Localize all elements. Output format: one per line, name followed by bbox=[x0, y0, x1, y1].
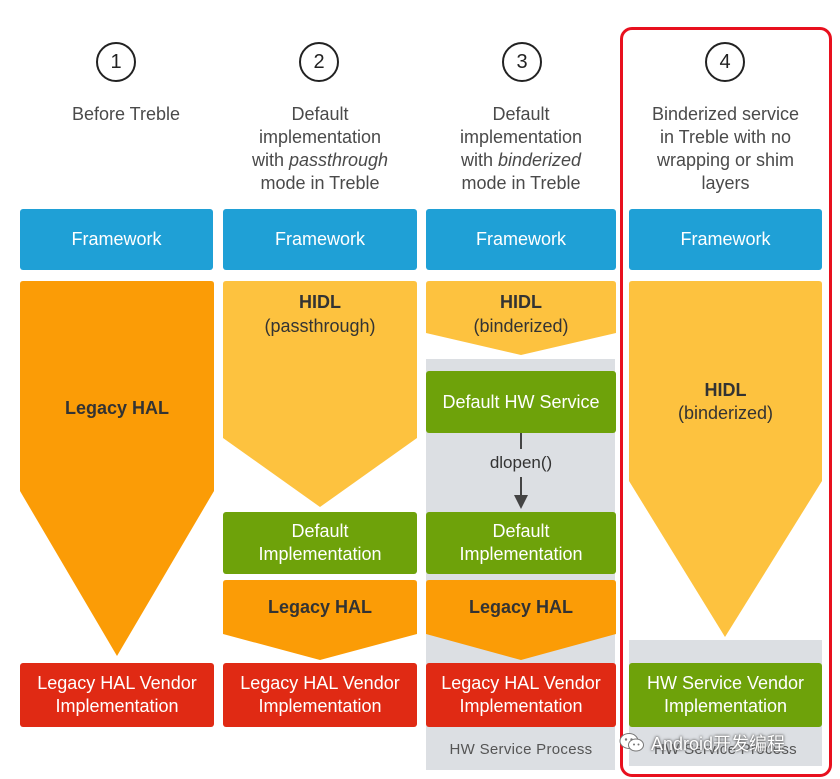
vendor-implementation-box-4: HW Service Vendor Implementation bbox=[629, 663, 822, 727]
highlight-frame-col4 bbox=[620, 27, 832, 777]
legacy-hal-arrow-col2 bbox=[223, 580, 417, 660]
hidl-subtitle-col2: (passthrough) bbox=[264, 316, 376, 336]
legacy-hal-label-col2: Legacy HAL bbox=[267, 597, 373, 617]
framework-box-3: Framework bbox=[426, 209, 616, 270]
hw-service-process-label-col3: HW Service Process bbox=[449, 741, 593, 758]
hidl-subtitle-col3: (binderized) bbox=[473, 316, 569, 336]
step-number-1: 1 bbox=[96, 42, 136, 82]
step-number-3: 3 bbox=[502, 42, 542, 82]
step-number-2: 2 bbox=[299, 42, 339, 82]
column-description-2: Default implementation with passthrough … bbox=[251, 104, 389, 193]
framework-box-1: Framework bbox=[20, 209, 213, 270]
watermark-text: Android开发编程 bbox=[651, 734, 786, 754]
vendor-implementation-box-3: Legacy HAL Vendor Implementation bbox=[426, 663, 616, 727]
dlopen-arrow bbox=[514, 433, 528, 509]
hidl-title-col2: HIDL bbox=[299, 292, 341, 312]
dlopen-label: dlopen() bbox=[489, 453, 553, 472]
vendor-implementation-box-1: Legacy HAL Vendor Implementation bbox=[20, 663, 214, 727]
hidl-arrow-col2 bbox=[223, 281, 417, 507]
default-implementation-box-col3: Default Implementation bbox=[426, 512, 616, 574]
column-description-4: Binderized service in Treble with no wra… bbox=[651, 104, 800, 193]
vendor-implementation-box-2: Legacy HAL Vendor Implementation bbox=[223, 663, 417, 727]
hw-service-process-label-col4: HW Service Process bbox=[654, 741, 797, 758]
framework-box-2: Framework bbox=[223, 209, 417, 270]
legacy-hal-arrow-col1 bbox=[20, 281, 214, 656]
step-number-4: 4 bbox=[705, 42, 745, 82]
hidl-arrow-col4 bbox=[629, 281, 822, 637]
watermark: Android开发编程 bbox=[619, 730, 785, 756]
column-description-3: Default implementation with binderized m… bbox=[459, 104, 583, 193]
legacy-hal-label-col1: Legacy HAL bbox=[64, 398, 170, 418]
hidl-title-col4: HIDL bbox=[704, 380, 747, 400]
default-implementation-box-col2: Default Implementation bbox=[223, 512, 417, 574]
column-description-1: Before Treble bbox=[71, 104, 181, 124]
hidl-title-col3: HIDL bbox=[500, 292, 542, 312]
legacy-hal-arrow-col3 bbox=[426, 580, 616, 660]
wechat-icon bbox=[619, 733, 644, 752]
framework-box-4: Framework bbox=[629, 209, 822, 270]
hidl-arrow-col3 bbox=[426, 281, 616, 355]
default-hw-service-box: Default HW Service bbox=[426, 371, 616, 433]
hidl-subtitle-col4: (binderized) bbox=[677, 403, 774, 423]
legacy-hal-label-col3: Legacy HAL bbox=[468, 597, 574, 617]
